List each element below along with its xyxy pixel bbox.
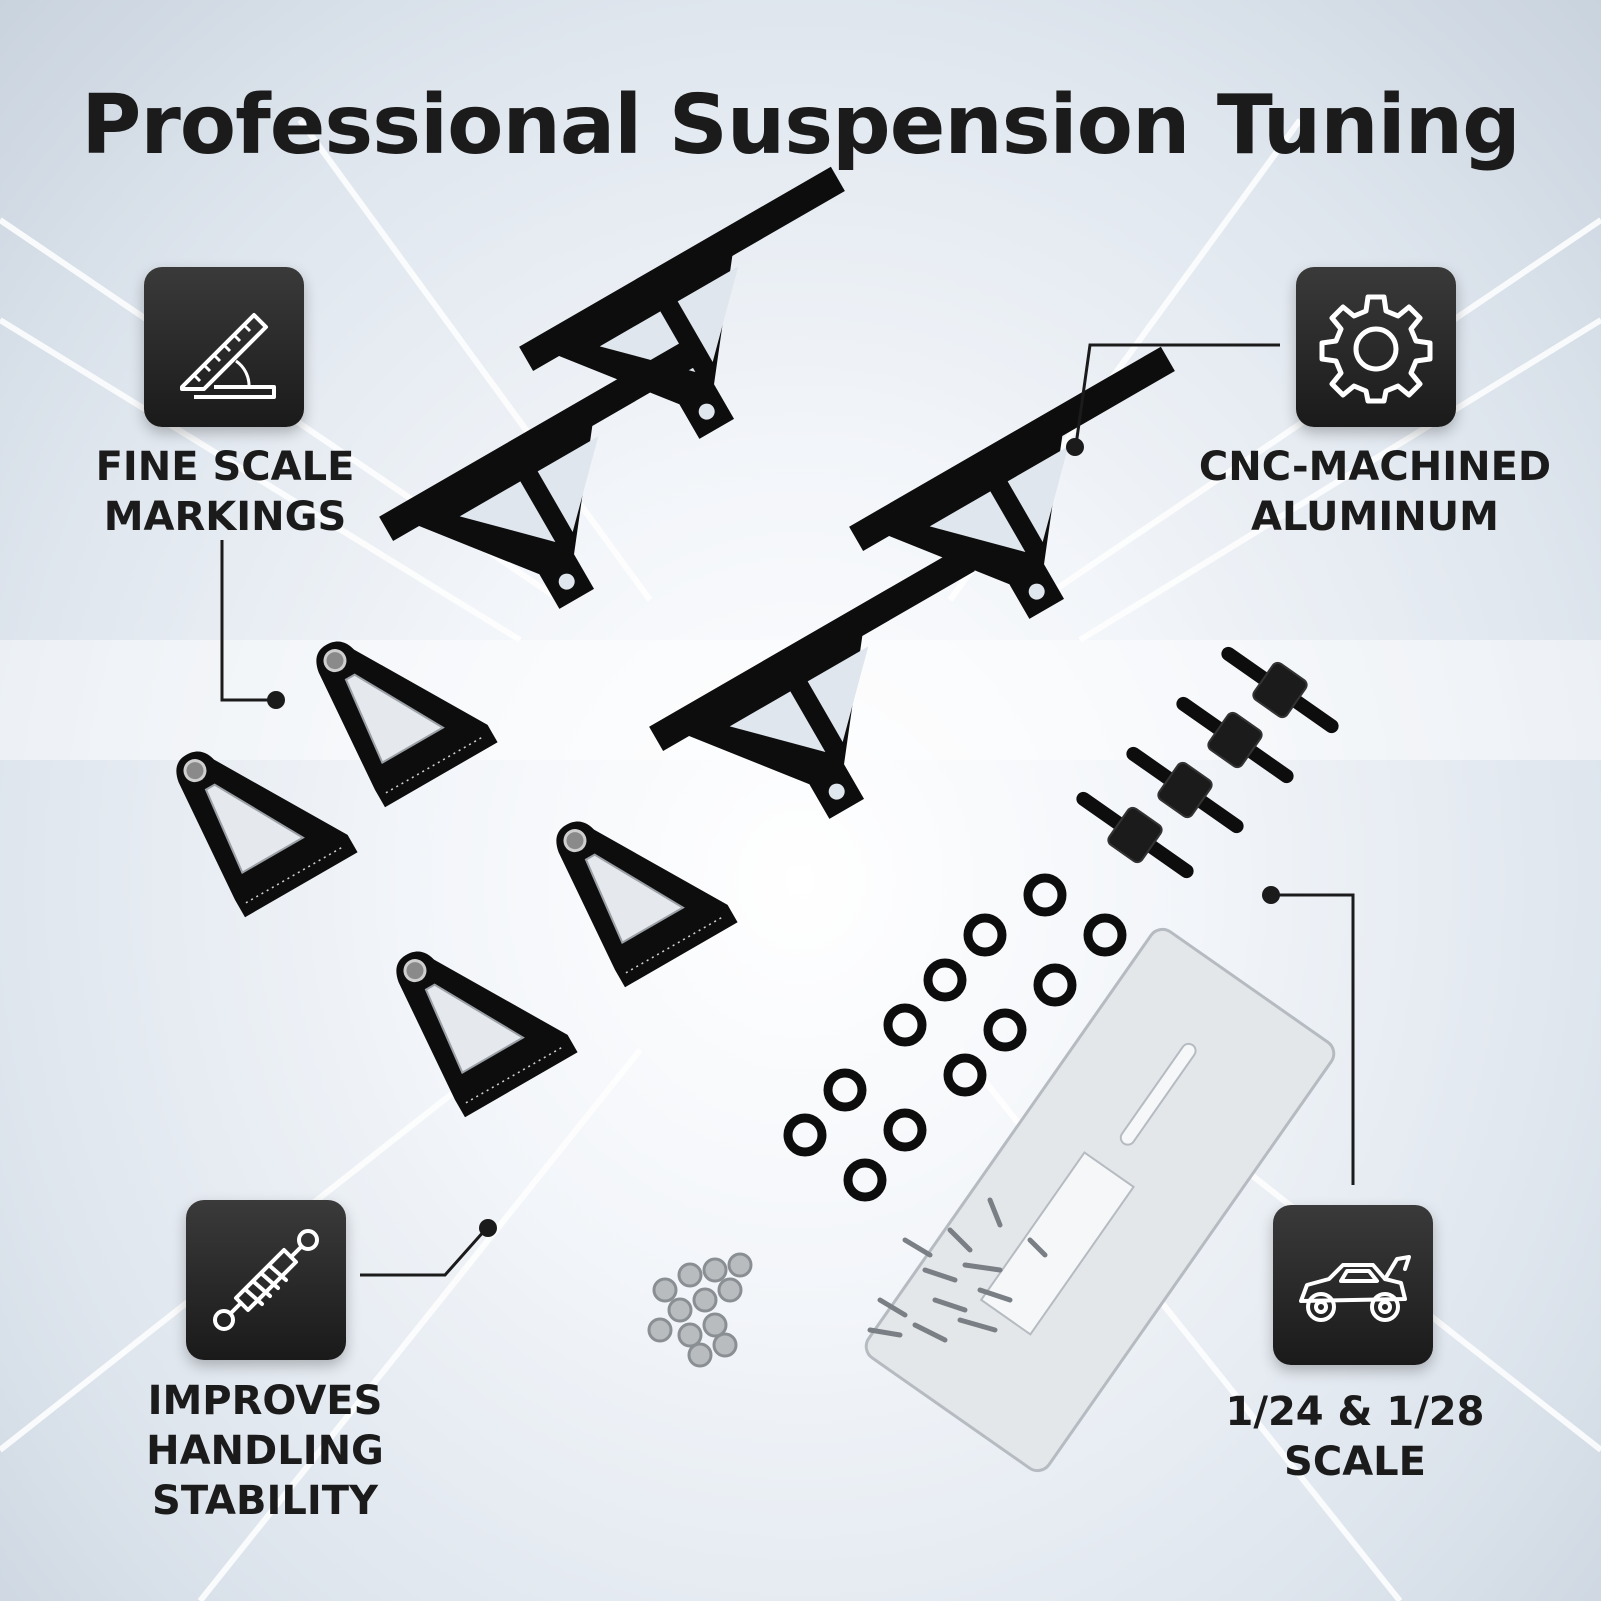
caption-line: ALUMINUM	[1251, 494, 1499, 540]
feature-badge-scale	[1273, 1205, 1433, 1365]
rc-car-icon	[1299, 1255, 1411, 1322]
camber-gauge	[538, 773, 740, 989]
screw-set	[867, 1197, 1048, 1343]
feature-caption-fine-scale: FINE SCALE MARKINGS	[60, 442, 390, 542]
steel-template-plate	[864, 927, 1336, 1473]
page-title: Professional Suspension Tuning	[81, 78, 1521, 173]
caption-line: FINE SCALE	[95, 444, 355, 490]
leader-line-fine-scale	[220, 540, 272, 702]
feature-caption-cnc: CNC-MACHINED ALUMINUM	[1170, 442, 1580, 542]
nut-set	[647, 1252, 753, 1368]
caption-line: STABILITY	[152, 1478, 378, 1524]
caption-line: IMPROVES	[147, 1378, 383, 1424]
feature-caption-scale: 1/24 & 1/28 SCALE	[1170, 1387, 1540, 1487]
camber-gauge	[298, 593, 500, 809]
suspension-arm	[379, 336, 776, 664]
caption-line: 1/24 & 1/28	[1225, 1389, 1485, 1435]
camber-gauge	[378, 903, 580, 1119]
feature-caption-handling: IMPROVES HANDLING STABILITY	[100, 1376, 430, 1526]
ruler-angle-icon	[180, 313, 276, 399]
suspension-arm	[649, 546, 1046, 874]
caption-line: CNC-MACHINED	[1198, 444, 1552, 490]
feature-badge-fine-scale	[144, 267, 304, 427]
leader-line-cnc	[1074, 343, 1280, 446]
leader-line-handling	[360, 1229, 487, 1277]
caption-line: MARKINGS	[103, 494, 347, 540]
caption-line: HANDLING	[146, 1428, 384, 1474]
feature-badge-handling	[186, 1200, 346, 1360]
camber-gauge	[158, 703, 360, 919]
gear-icon	[1319, 294, 1433, 404]
caption-line: SCALE	[1284, 1439, 1426, 1485]
leader-line-scale	[1275, 893, 1355, 1185]
shock-absorber-icon	[213, 1229, 319, 1331]
feature-badge-cnc	[1296, 267, 1456, 427]
